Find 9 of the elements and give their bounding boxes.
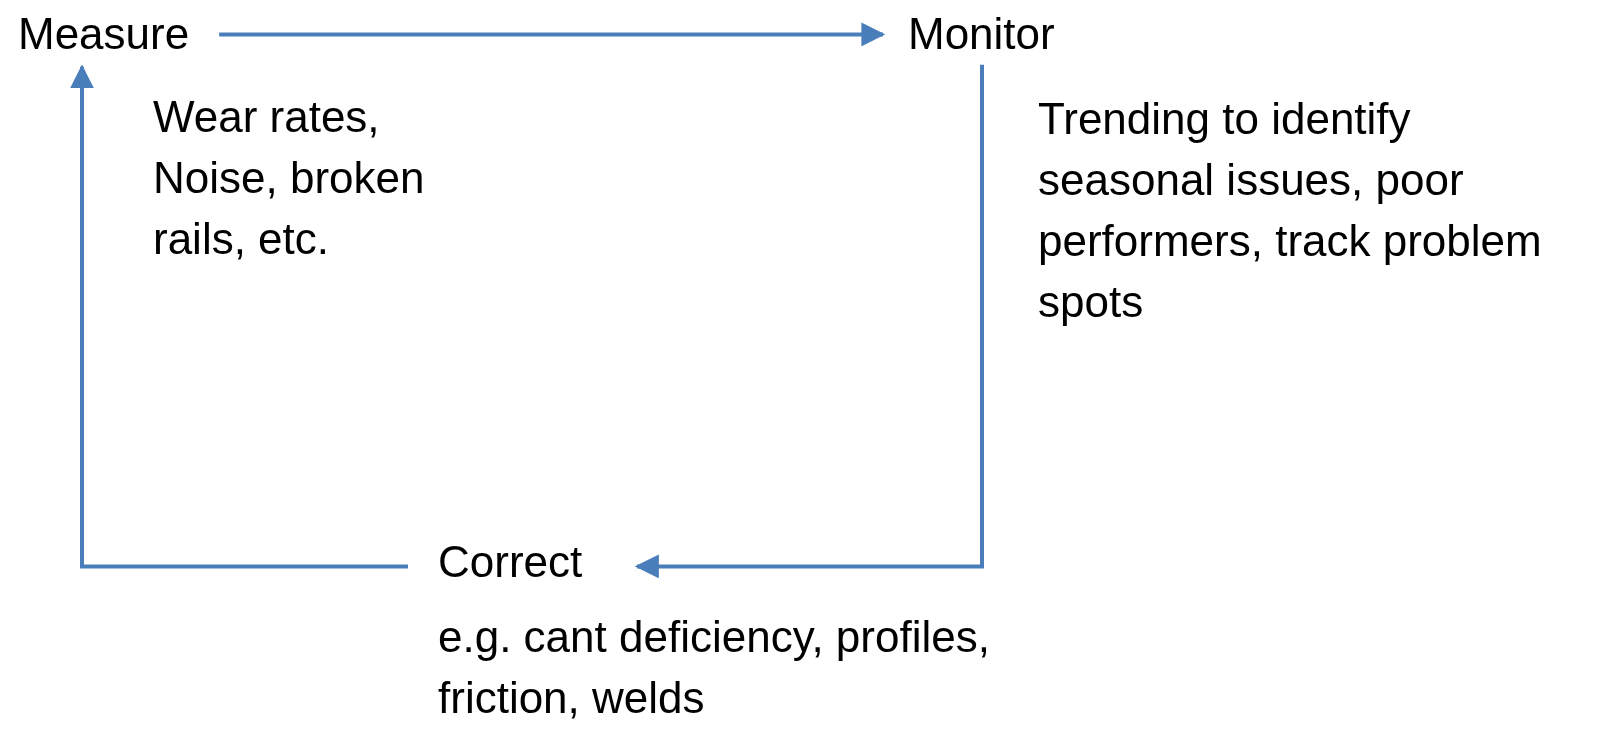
description-text: e.g. cant deficiency, profiles, friction, welds [438, 611, 991, 724]
arrow [70, 64, 408, 569]
step-label: Measure [18, 8, 190, 61]
arrow [219, 22, 886, 47]
description-text: Trending to identify seasonal issues, poor performers, track problem spots [1038, 93, 1543, 328]
step-label: Correct [438, 536, 583, 589]
step-label: Monitor [908, 8, 1055, 61]
arrow [634, 64, 984, 579]
description-text: Wear rates, Noise, broken rails, etc. [153, 91, 426, 265]
